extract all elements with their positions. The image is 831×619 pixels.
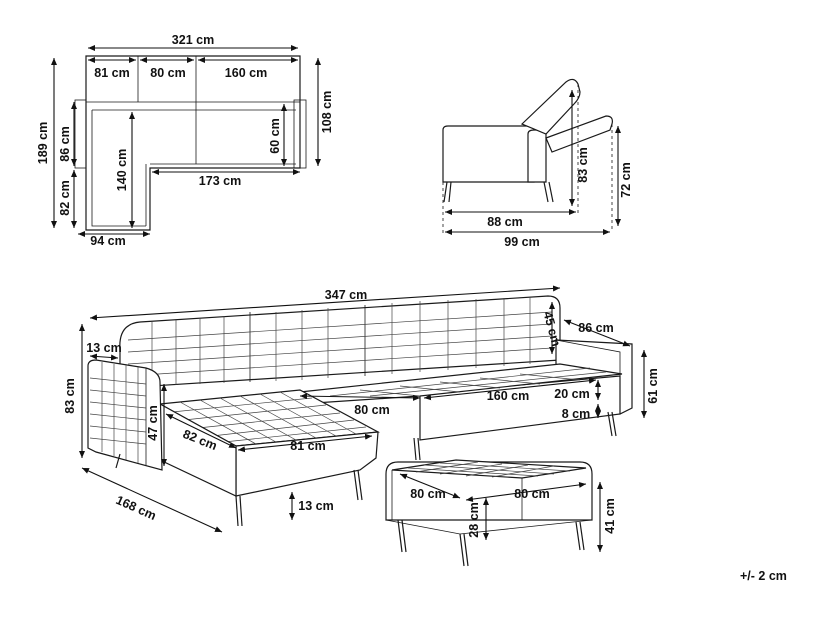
dim-main-47: 47 cm <box>146 405 160 440</box>
dim-main-83: 83 cm <box>63 378 77 413</box>
armrest-tufting <box>89 362 147 463</box>
dim-ottoman-80-width: 80 cm <box>514 487 549 501</box>
dim-main-20: 20 cm <box>554 387 589 401</box>
dim-ottoman-80-depth: 80 cm <box>410 487 445 501</box>
main-view: 347 cm 45 cm 86 cm 13 cm 83 cm 47 cm 82 … <box>63 285 660 533</box>
dim-main-347: 347 cm <box>325 288 367 302</box>
dim-top-86: 86 cm <box>58 126 72 161</box>
dim-top-140: 140 cm <box>115 149 129 191</box>
dim-main-86: 86 cm <box>578 321 613 335</box>
dim-side-72: 72 cm <box>619 162 633 197</box>
dim-top-80: 80 cm <box>150 66 185 80</box>
dim-top-82: 82 cm <box>58 180 72 215</box>
backrest-tufting <box>127 297 553 386</box>
top-view-outline <box>85 55 301 231</box>
dim-main-80: 80 cm <box>354 403 389 417</box>
dim-ottoman-28: 28 cm <box>467 502 481 537</box>
dim-top-94: 94 cm <box>90 234 125 248</box>
dim-side-99: 99 cm <box>504 235 539 249</box>
dim-side-88: 88 cm <box>487 215 522 229</box>
dim-top-173: 173 cm <box>199 174 241 188</box>
dim-top-60: 60 cm <box>268 118 282 153</box>
dim-ottoman-41: 41 cm <box>603 498 617 533</box>
top-view: 321 cm 81 cm 80 cm 160 cm 189 cm 86 cm 8… <box>36 33 334 248</box>
dim-top-81: 81 cm <box>94 66 129 80</box>
dim-main-61: 61 cm <box>646 368 660 403</box>
side-view: 83 cm 72 cm 88 cm 99 cm <box>442 78 633 249</box>
dim-main-13-leg: 13 cm <box>298 499 333 513</box>
dim-main-168: 168 cm <box>114 493 158 523</box>
dim-top-321: 321 cm <box>172 33 214 47</box>
dim-top-189: 189 cm <box>36 122 50 164</box>
dim-top-160: 160 cm <box>225 66 267 80</box>
dim-top-108: 108 cm <box>320 91 334 133</box>
dim-main-8: 8 cm <box>562 407 591 421</box>
ottoman-view: 80 cm 80 cm 28 cm 41 cm <box>385 459 617 567</box>
dim-main-160: 160 cm <box>487 389 529 403</box>
dim-main-13-arm: 13 cm <box>86 341 121 355</box>
dim-main-81: 81 cm <box>290 439 325 453</box>
tolerance-note: +/- 2 cm <box>740 569 787 583</box>
ottoman-tufting <box>407 461 571 478</box>
dim-side-83: 83 cm <box>576 147 590 182</box>
